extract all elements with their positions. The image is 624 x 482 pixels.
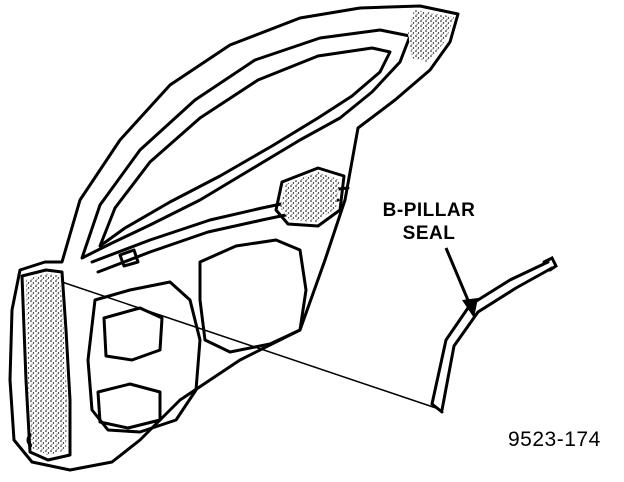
b-pillar-seal xyxy=(430,255,558,414)
stippled-areas xyxy=(26,10,454,455)
b-pillar-label: B-PILLAR xyxy=(382,200,476,221)
upper-corner-surface xyxy=(408,10,454,62)
handle-recess-surface xyxy=(280,172,340,222)
seal-label: SEAL xyxy=(402,223,456,244)
b-pillar-surface xyxy=(26,273,67,455)
alignment-line xyxy=(61,281,437,409)
figure-number: 9523-174 xyxy=(508,428,601,451)
callout-arrow xyxy=(444,247,478,318)
